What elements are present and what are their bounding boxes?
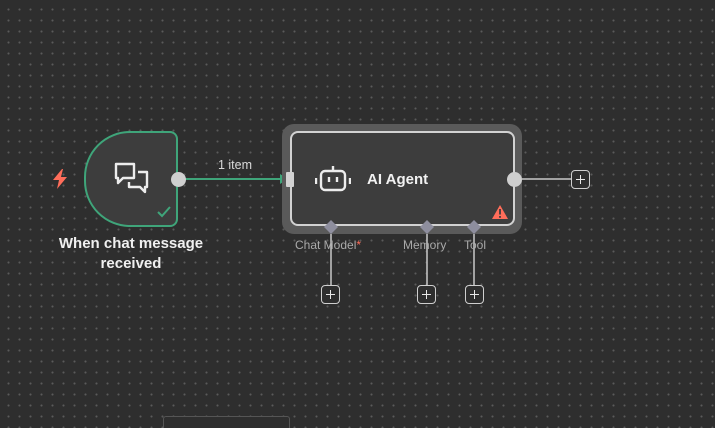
bottom-panel-tab[interactable]	[163, 416, 290, 428]
lightning-icon	[53, 169, 67, 189]
warning-triangle-icon[interactable]	[491, 204, 509, 220]
memory-label: Memory	[403, 238, 447, 252]
required-mark: *	[356, 238, 362, 252]
chat-model-label-text: Chat Model	[295, 238, 357, 252]
trigger-node-label: When chat message received	[58, 235, 204, 272]
agent-input-handle[interactable]	[282, 171, 296, 188]
add-memory-button[interactable]	[417, 285, 436, 304]
memory-handle[interactable]	[419, 219, 435, 235]
trigger-output-handle[interactable]	[170, 171, 187, 188]
add-tool-button[interactable]	[465, 285, 484, 304]
add-next-node-button[interactable]	[571, 170, 590, 189]
chat-model-handle[interactable]	[323, 219, 339, 235]
chat-bubbles-icon	[114, 162, 149, 194]
ai-agent-node[interactable]: AI Agent	[290, 131, 515, 226]
agent-output-handle[interactable]	[506, 171, 523, 188]
tool-handle[interactable]	[466, 219, 482, 235]
trigger-node-chat[interactable]	[84, 131, 178, 227]
tool-label: Tool	[464, 238, 487, 252]
chat-model-label: Chat Model*	[295, 238, 361, 252]
add-chat-model-button[interactable]	[321, 285, 340, 304]
ai-agent-title: AI Agent	[367, 171, 429, 188]
check-icon	[157, 206, 171, 218]
connection-item-count: 1 item	[217, 158, 253, 172]
robot-icon	[315, 166, 351, 192]
